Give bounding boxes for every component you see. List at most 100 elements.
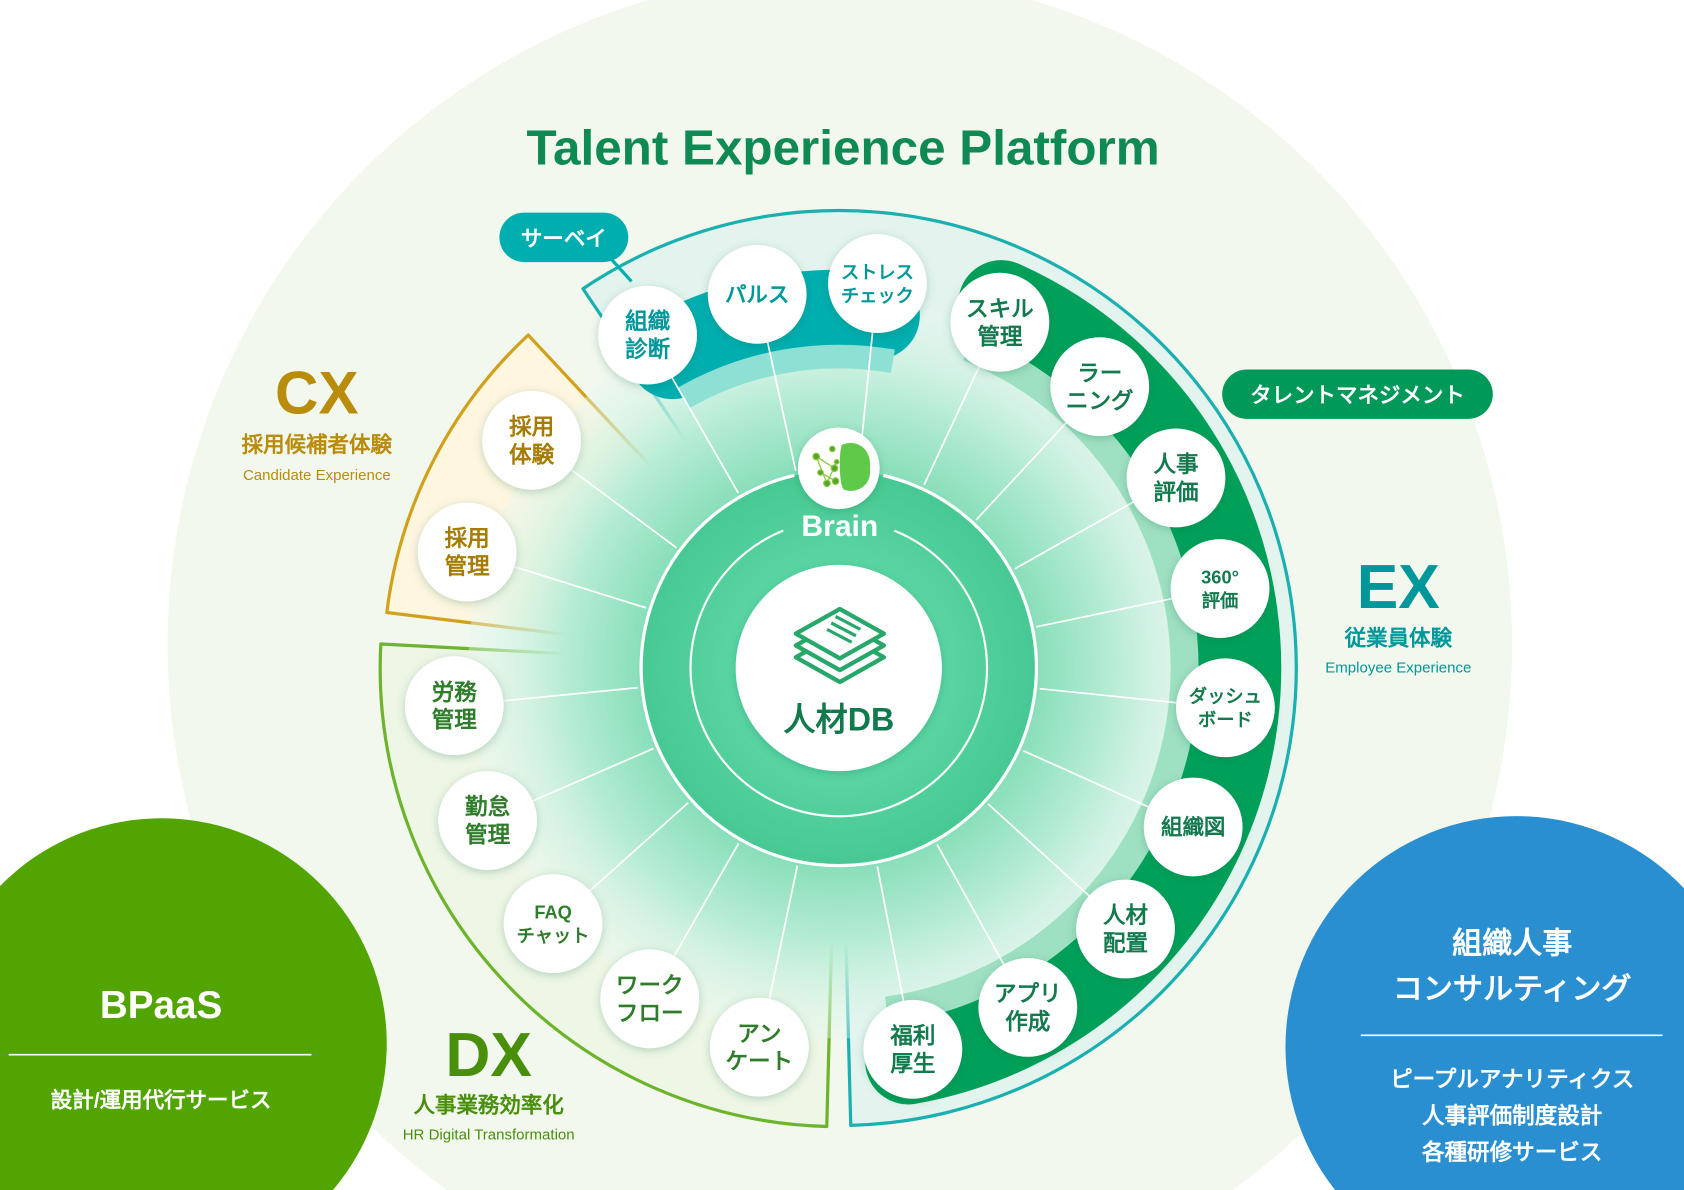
bubble-label: 評価	[1153, 479, 1198, 505]
consulting-title-line-2: コンサルティング	[1393, 973, 1632, 1006]
survey-band-inner	[677, 344, 895, 409]
cx-jp: 採用候補者体験	[242, 432, 393, 457]
bubble-label: ワーク	[616, 973, 684, 998]
spoke-line	[672, 842, 740, 959]
bubble-label: アプリ	[994, 982, 1062, 1007]
spoke-line	[975, 420, 1069, 521]
consulting-item: 各種研修サービス	[1421, 1139, 1602, 1165]
bubble-label: 管理	[465, 822, 511, 848]
spoke-line	[987, 803, 1092, 898]
bubble-label: ケート	[725, 1049, 793, 1074]
spoke-line	[768, 865, 799, 1002]
spoke-line	[1039, 687, 1179, 704]
bubble-circle	[1170, 539, 1270, 638]
bubble-label: 管理	[977, 323, 1023, 349]
bubble-circle	[950, 272, 1050, 372]
bubble-circle	[828, 234, 927, 333]
ex-feature-bubble[interactable]: 360° 評価	[1170, 539, 1270, 638]
bpaas-circle: BPaaS 設計/運用代行サービス	[0, 818, 387, 1190]
bubble-label: チェック	[841, 285, 914, 306]
bubble-label: ニング	[1066, 388, 1134, 414]
bubble-circle	[600, 949, 700, 1049]
bubble-label: 体験	[509, 442, 555, 467]
bubble-label: パルス	[725, 283, 789, 307]
bubble-label: 採用	[445, 526, 490, 551]
bubble-label: 作成	[1005, 1009, 1051, 1034]
survey-feature-bubble[interactable]: パルス	[707, 244, 807, 344]
bubble-label: 厚生	[890, 1051, 935, 1076]
bubble-label: アン	[737, 1021, 781, 1046]
ex-label: EX 従業員体験 Employee Experience	[1325, 553, 1471, 676]
spoke-line	[1014, 500, 1136, 570]
spoke-line	[766, 340, 797, 471]
bubble-label: FAQ	[534, 901, 572, 922]
spokes	[501, 330, 1179, 1004]
consulting-circle: 組織人事 コンサルティング ピープルアナリティクス 人事評価制度設計 各種研修サ…	[1285, 816, 1684, 1190]
bubble-circle	[1176, 658, 1275, 758]
bubble-label: フロー	[616, 1001, 684, 1026]
bubble-label: 組織	[625, 308, 671, 334]
bubble-label: ラー	[1077, 361, 1122, 386]
bubble-label: 360°	[1201, 566, 1239, 587]
spoke-line	[587, 802, 689, 893]
spoke-line	[512, 565, 647, 609]
cx-en: Candidate Experience	[243, 467, 391, 484]
brain-node[interactable]	[797, 427, 880, 510]
spoke-line	[1022, 749, 1151, 809]
spoke-line	[1036, 597, 1174, 628]
bubble-label: 診断	[625, 336, 671, 362]
bpaas-title: BPaaS	[100, 984, 222, 1027]
bubble-circle	[1076, 879, 1175, 979]
bubble-label: 労務	[432, 679, 478, 705]
bubble-label: 勤怠	[465, 794, 511, 820]
cx-label: CX 採用候補者体験 Candidate Experience	[242, 359, 393, 484]
ex-feature-bubble[interactable]: 人事評価	[1126, 428, 1226, 528]
talent-management-pill[interactable]: タレントマネジメント	[1222, 369, 1493, 419]
ex-en: Employee Experience	[1325, 659, 1471, 676]
bpaas-subtitle: 設計/運用代行サービス	[51, 1087, 272, 1112]
bubble-circle	[503, 874, 603, 974]
center-ring-outline	[639, 473, 1038, 868]
ex-feature-bubble[interactable]: 組織図	[1143, 777, 1243, 877]
bubble-circle	[863, 999, 963, 1099]
bubble-label: 評価	[1202, 590, 1239, 611]
dx-en: HR Digital Transformation	[403, 1127, 575, 1144]
spoke-line	[936, 844, 1006, 967]
cx-code: CX	[275, 359, 359, 426]
bubble-label: チャット	[517, 925, 590, 946]
bubble-circle	[707, 244, 807, 344]
bubble-label: ダッシュ	[1189, 686, 1262, 707]
survey-pill[interactable]: サーベイ	[499, 212, 633, 283]
consulting-item: ピープルアナリティクス	[1390, 1067, 1634, 1092]
spoke-line	[530, 747, 654, 803]
spoke-line	[670, 375, 739, 494]
bubble-label: 福利	[889, 1023, 935, 1048]
bubble-circle	[1050, 337, 1150, 437]
database-icon	[793, 606, 887, 685]
bubble-circle	[709, 997, 809, 1097]
bubble-circle	[404, 656, 504, 756]
bubble-circle	[482, 390, 582, 490]
bubble-label: 組織図	[1161, 815, 1225, 840]
bubble-circle	[978, 958, 1078, 1057]
bubble-circle	[1126, 428, 1226, 528]
dx-label: DX 人事業務効率化 HR Digital Transformation	[403, 1021, 575, 1143]
bubble-label: 管理	[432, 707, 478, 733]
dx-feature-bubble[interactable]: FAQ チャット	[503, 874, 603, 974]
dx-jp: 人事業務効率化	[414, 1093, 565, 1118]
bubble-circle	[438, 771, 537, 870]
